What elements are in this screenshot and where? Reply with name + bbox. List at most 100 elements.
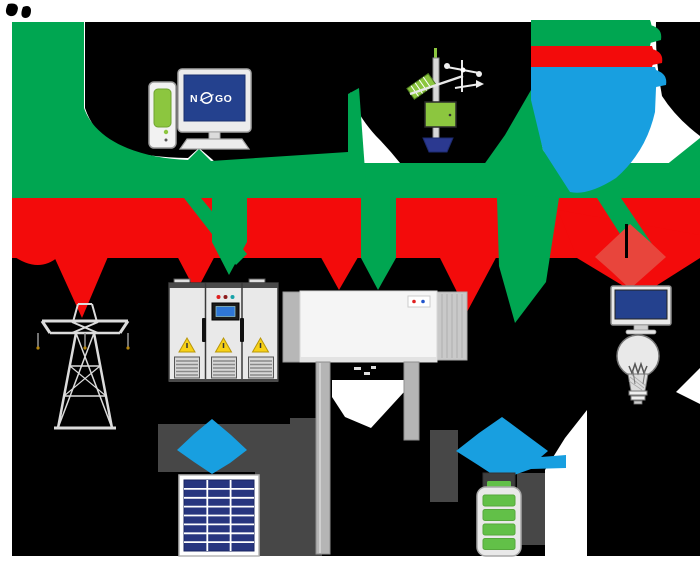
status-led [216,295,221,299]
charge-bar [482,538,516,550]
cabinet-lcd-screen [215,306,236,317]
tv-screen [614,289,668,320]
tower-insulators [37,333,129,347]
red-arrow-to-grid [52,252,110,318]
transmission-tower-icon [36,303,130,430]
green-wedge-mid [497,198,559,323]
legend-red-band [531,46,654,67]
red-diamond-to-tv [595,224,666,289]
green-cross-cabinets [184,198,247,265]
dark-patch [430,430,458,502]
station-antenna [434,48,437,62]
insulator-dot [126,346,130,350]
container-label-chip [407,295,431,308]
vent-slats [176,360,272,376]
green-weather-sliver [348,88,367,198]
green-under-legend [466,90,574,198]
tower-braces-x [63,365,107,397]
container-leg [315,361,331,555]
station-logger-box [424,101,457,128]
white-pocket [332,380,404,428]
status-led [230,295,235,299]
insulator-dot [83,346,87,350]
status-led [223,295,228,299]
nego-globe-swoosh [199,93,214,102]
station-strut [409,74,464,96]
door-handle [240,318,244,342]
white-pocket [676,368,700,404]
container-left-cap [282,291,301,363]
legend-green-nub [650,25,662,43]
anemometer-cup [476,71,482,77]
corner-glyph [5,3,18,17]
container-ground-marks [354,366,376,375]
door-handle [202,318,206,342]
desktop-monitor-icon: N GO [177,68,252,150]
cabinet-base [169,379,278,382]
bulb-filament [628,361,648,376]
wind-vane [454,83,481,89]
legend-blue-band-wedge [531,67,658,193]
ground-mark [371,366,376,369]
container-right-cap-stripes [441,294,463,358]
green-under-computer [84,108,348,198]
dark-patch [290,418,318,556]
bulb-base-ring [630,395,646,401]
label-red-dot [412,299,416,304]
inverter-cabinet-icon [168,278,279,382]
station-base [422,137,454,153]
monitor-keyboard [178,138,251,150]
tower-legs [56,332,114,429]
corner-glyph [21,6,31,18]
panel-grid-horizontal [184,488,254,543]
blue-diamond-solar [177,419,247,474]
green-arrow-to-container [361,198,396,290]
tower-braces [57,332,113,429]
blue-diamond-battery [456,417,566,480]
solar-strip-lines [410,76,432,97]
container-leg [403,361,420,441]
weather-station-icon [406,48,484,153]
bulb-filament-supports [632,370,646,385]
monitor-screen [183,74,246,122]
charge-bar [482,523,516,536]
station-pole [432,57,440,144]
red-arrow-mid [437,252,499,312]
ground-mark [354,367,361,370]
nego-logo-prefix: N [190,93,198,105]
red-band-corner [12,255,58,266]
cabinet-vents [174,356,274,379]
tv-base [625,329,657,335]
legend-blue-nub [656,70,667,87]
charge-bar [482,494,516,507]
device-screen [153,88,172,128]
tv-stand [633,324,649,331]
monitor-neck [208,131,221,140]
device-button [164,138,168,142]
nego-globe-icon [200,92,213,104]
anemometer-hub [460,67,466,73]
tower-top [71,303,99,334]
wind-vane-tail [476,80,484,88]
logger-dot [448,113,452,117]
battery-icon [476,472,522,557]
container-bottom-shadow [300,357,437,362]
green-flow-lines [12,20,700,323]
handheld-device-icon [148,81,177,149]
light-bulb-icon [616,334,660,405]
warning-marks [186,343,262,348]
green-left-column [12,22,84,198]
label-blue-dot [421,299,425,304]
blue-flow-lines [177,67,667,480]
white-pocket-layer [332,368,700,556]
green-right-wedge [568,138,700,198]
tv-icon [610,285,672,335]
charge-bar [482,509,516,521]
insulator-dot [36,346,40,350]
white-pocket [545,410,587,556]
legend-green-band [531,20,652,46]
bulb-base-ring [628,390,648,396]
nego-logo: N GO [190,92,232,105]
red-arrow-to-cabinets [175,252,217,292]
